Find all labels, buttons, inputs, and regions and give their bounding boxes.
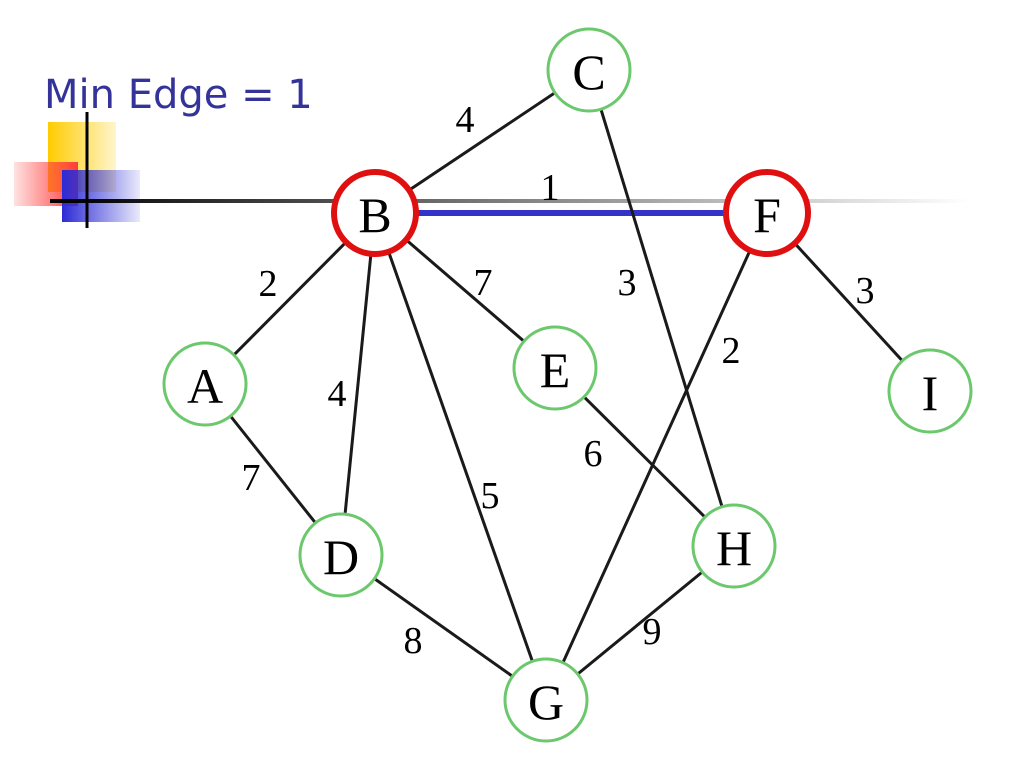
edge-weight-b-g: 5 xyxy=(481,475,500,517)
edge-c-h xyxy=(587,69,736,547)
nodes-layer: A B C D E F G H I xyxy=(162,27,973,743)
node-e: E xyxy=(512,325,598,411)
node-label-f: F xyxy=(753,187,781,243)
edge-weight-b-f: 1 xyxy=(541,167,560,209)
node-circle-i xyxy=(887,348,973,434)
node-label-b: B xyxy=(358,187,391,243)
edge-weight-b-a: 2 xyxy=(259,263,278,305)
edge-weight-f-g: 2 xyxy=(722,330,741,372)
edge-weight-c-h: 3 xyxy=(618,262,637,304)
edge-weight-d-g: 8 xyxy=(404,620,423,662)
node-label-a: A xyxy=(187,358,223,414)
node-circle-d xyxy=(298,512,384,598)
edge-weight-h-g: 9 xyxy=(643,611,662,653)
node-label-g: G xyxy=(528,674,564,730)
node-g: G xyxy=(503,657,589,743)
node-circle-e xyxy=(512,325,598,411)
edge-weight-b-c: 4 xyxy=(456,99,475,141)
node-circle-f xyxy=(723,169,811,257)
edge-b-g xyxy=(373,212,548,701)
node-label-d: D xyxy=(323,529,359,585)
edge-weight-e-h: 6 xyxy=(584,433,603,475)
edge-weight-a-d: 7 xyxy=(242,457,261,499)
deco-blue-square xyxy=(62,170,140,222)
deco-horizontal-rule xyxy=(50,199,970,203)
node-circle-b xyxy=(331,169,419,257)
node-label-i: I xyxy=(922,365,939,421)
edge-weight-f-i: 3 xyxy=(856,270,875,312)
edge-weight-b-e: 7 xyxy=(474,262,493,304)
node-a: A xyxy=(162,341,248,427)
edge-b-d xyxy=(339,212,377,556)
node-label-h: H xyxy=(716,520,752,576)
node-b: B xyxy=(331,169,419,257)
node-h: H xyxy=(691,503,777,589)
node-i: I xyxy=(887,348,973,434)
node-f: F xyxy=(723,169,811,257)
edge-weight-b-d: 4 xyxy=(328,373,347,415)
node-label-e: E xyxy=(540,342,571,398)
node-d: D xyxy=(298,512,384,598)
node-circle-a xyxy=(162,341,248,427)
edge-f-g xyxy=(544,212,769,701)
node-c: C xyxy=(546,27,632,113)
node-circle-c xyxy=(546,27,632,113)
node-circle-h xyxy=(691,503,777,589)
slide-title: Min Edge = 1 xyxy=(44,72,313,118)
node-label-c: C xyxy=(572,44,605,100)
node-circle-g xyxy=(503,657,589,743)
decorative-corner-graphic xyxy=(14,112,970,228)
